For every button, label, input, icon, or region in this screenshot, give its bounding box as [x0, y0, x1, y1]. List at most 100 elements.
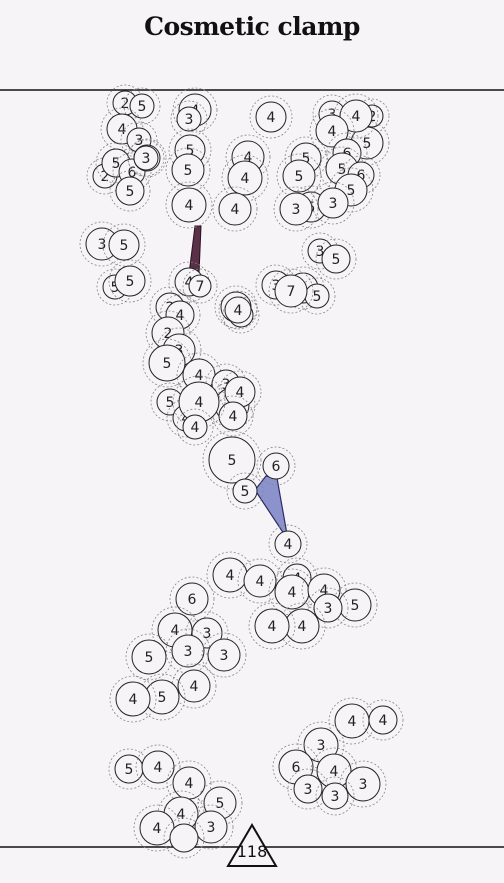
cluster-node: 4	[309, 108, 355, 154]
node-halo	[102, 223, 146, 267]
node-label: 5	[228, 453, 237, 469]
node-label: 3	[329, 196, 338, 212]
node-label: 5	[347, 183, 356, 199]
node-halo	[315, 776, 355, 816]
node-circle	[148, 344, 186, 382]
node-label: 3	[304, 782, 313, 798]
node-halo	[138, 673, 186, 721]
node-halo	[159, 294, 201, 336]
node-circle	[115, 681, 151, 717]
node-halo	[197, 780, 243, 826]
node-circle	[279, 192, 313, 226]
node-label: 5	[125, 762, 134, 778]
node-label: 4	[191, 420, 200, 436]
cluster-node: 4	[212, 186, 258, 232]
node-label: 4	[229, 409, 238, 425]
cluster-node: 5	[125, 633, 173, 681]
node-halo	[165, 147, 211, 193]
node-circle	[293, 774, 323, 804]
cluster-node: 7	[268, 268, 314, 314]
node-halo	[125, 633, 173, 681]
cluster-node: 5	[108, 748, 150, 790]
node-halo	[309, 108, 355, 154]
node-circle	[129, 93, 155, 119]
link-wedge-dark	[188, 225, 202, 275]
node-halo	[127, 139, 165, 177]
node-circle	[108, 229, 140, 261]
node-halo	[218, 290, 258, 330]
cluster-node: 5	[165, 147, 211, 193]
node-halo	[176, 408, 214, 446]
node-halo	[226, 472, 264, 510]
node-circle	[218, 401, 248, 431]
node-label: 4	[328, 124, 337, 140]
cluster-node: 4	[362, 699, 404, 741]
node-halo	[297, 721, 345, 769]
node-label: 5	[166, 395, 175, 411]
node-circle	[171, 634, 205, 668]
cluster-node: 4	[218, 290, 258, 330]
node-label: 5	[158, 690, 167, 706]
node-halo	[315, 238, 357, 280]
node-label: 2	[164, 326, 173, 342]
cluster-node	[163, 817, 205, 859]
node-circle	[177, 669, 211, 703]
node-circle	[345, 766, 381, 802]
node-circle	[321, 244, 351, 274]
node-circle	[224, 296, 252, 324]
node-label: 5	[184, 163, 193, 179]
cluster-node: 3	[315, 776, 355, 816]
cluster-node: 5	[102, 223, 146, 267]
cluster-node: 4	[166, 760, 212, 806]
node-circle	[227, 160, 263, 196]
node-label: 6	[272, 459, 281, 475]
node-label: 7	[287, 284, 296, 300]
node-halo	[109, 675, 157, 723]
node-halo	[278, 602, 326, 650]
page-number-marker: 118	[226, 823, 278, 867]
node-halo	[256, 446, 296, 486]
node-circle	[218, 192, 252, 226]
node-circle	[321, 782, 349, 810]
node-circle	[315, 114, 349, 148]
node-circle	[114, 265, 146, 297]
node-label: 3	[185, 112, 194, 128]
node-label: 4	[320, 583, 329, 599]
node-label: 4	[241, 171, 250, 187]
node-halo	[201, 632, 247, 678]
node-label: 4	[129, 692, 138, 708]
node-label: 5	[138, 99, 147, 115]
cluster-node: 5	[315, 238, 357, 280]
node-halo	[326, 132, 368, 174]
node-label: 4	[185, 198, 194, 214]
cluster-node: 4	[109, 675, 157, 723]
node-label: 4	[226, 568, 235, 584]
node-label: 5	[351, 598, 360, 614]
cluster-node: 4	[333, 93, 379, 139]
cluster-node: 5	[123, 87, 161, 125]
node-circle	[171, 187, 207, 223]
node-label: 6	[357, 168, 366, 184]
node-halo	[362, 699, 404, 741]
cluster-node: 3	[311, 181, 355, 225]
node-label: 4	[154, 760, 163, 776]
page-triangle	[226, 823, 278, 867]
cluster-node: 4	[212, 395, 254, 437]
node-circle	[368, 705, 398, 735]
node-label: 4	[195, 395, 204, 411]
node-circle	[176, 106, 202, 132]
node-halo	[182, 268, 218, 304]
node-label: 4	[153, 821, 162, 837]
node-circle	[232, 478, 258, 504]
node-label: 4	[244, 150, 253, 166]
node-label: 3	[220, 648, 229, 664]
cluster-node: 5	[202, 430, 262, 490]
node-circle	[208, 436, 256, 484]
node-halo	[273, 186, 319, 232]
node-label: 6	[292, 760, 301, 776]
node-label: 4	[177, 807, 186, 823]
diagram-title: Cosmetic clamp	[144, 12, 360, 41]
node-label: 4	[176, 308, 185, 324]
node-halo	[225, 134, 271, 180]
